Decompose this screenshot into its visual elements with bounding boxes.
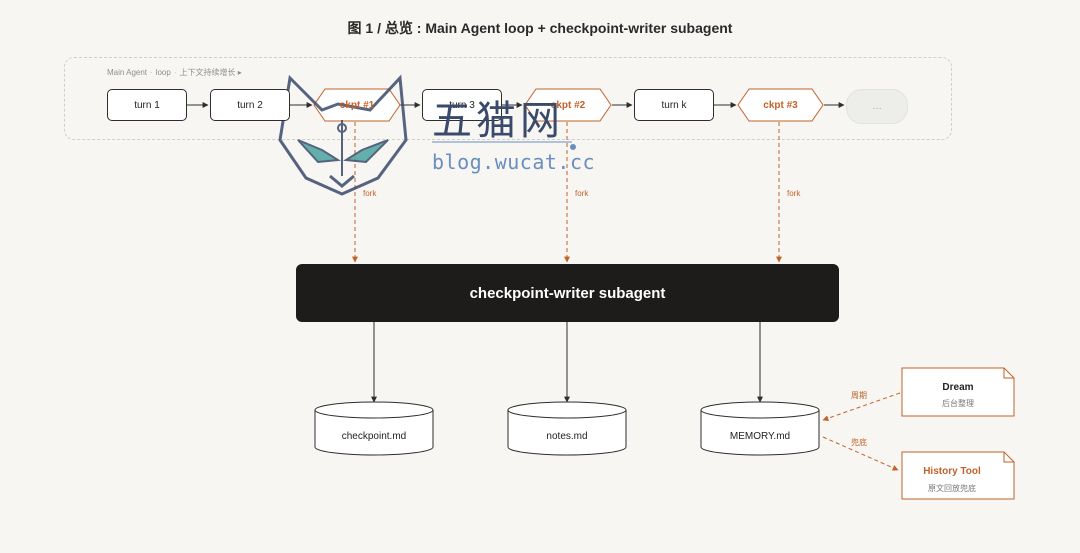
store-notes-label: notes.md	[546, 431, 588, 442]
ckpt-2-node: ckpt #2	[525, 89, 611, 121]
ckpt-1-label: ckpt #1	[339, 99, 375, 111]
cylinder-notes	[507, 401, 627, 456]
ckpt-3-node: ckpt #3	[738, 89, 823, 121]
loop-caption: Main Agent·loop·上下文持续增长 ▸	[107, 68, 242, 77]
cylinder-memory	[700, 401, 820, 456]
ckpt-hex-3	[737, 88, 824, 122]
fork-label-3: fork	[787, 189, 801, 198]
watermark-dot	[570, 144, 576, 150]
store-checkpoint-label: checkpoint.md	[341, 431, 407, 442]
loop-caption-growth: 上下文持续增长 ▸	[179, 68, 242, 77]
watermark-url-text: blog.wucat.cc	[432, 150, 596, 174]
dream-subtitle: 后台整理	[942, 399, 974, 408]
loop-caption-loop: loop	[155, 68, 171, 77]
watermark-cn-text: 五猫网	[432, 98, 564, 144]
history-tool-subtitle: 原文回放兜底	[928, 484, 976, 493]
loop-ellipsis-node: …	[846, 89, 908, 124]
figure-title: 图 1 / 总览 : Main Agent loop + checkpoint-…	[347, 20, 733, 36]
ckpt-2-label: ckpt #2	[550, 99, 586, 111]
turn-k-node: turn k	[634, 89, 714, 121]
ckpt-3-label: ckpt #3	[763, 99, 798, 111]
dream-note-shape	[901, 367, 1015, 417]
loop-caption-agent: Main Agent	[107, 68, 148, 77]
ckpt-hex-2	[524, 88, 612, 122]
store-memory-label: MEMORY.md	[729, 431, 791, 442]
cylinder-checkpoint	[314, 401, 434, 456]
turn-3-node: turn 3	[422, 89, 502, 121]
fork-label-1: fork	[363, 189, 377, 198]
checkpoint-writer-subagent: checkpoint-writer subagent	[296, 264, 839, 322]
dream-title: Dream	[942, 382, 974, 393]
turn-1-node: turn 1	[107, 89, 187, 121]
main-agent-loop-frame	[64, 57, 952, 140]
dream-edge-label: 周期	[851, 391, 867, 400]
turn-2-node: turn 2	[210, 89, 290, 121]
fork-label-2: fork	[575, 189, 589, 198]
history-note-shape	[901, 451, 1015, 500]
history-edge-label: 兜底	[851, 438, 867, 447]
watermark-cat-logo	[278, 74, 408, 196]
ckpt-1-node: ckpt #1	[314, 89, 400, 121]
history-tool-title: History Tool	[923, 466, 981, 477]
